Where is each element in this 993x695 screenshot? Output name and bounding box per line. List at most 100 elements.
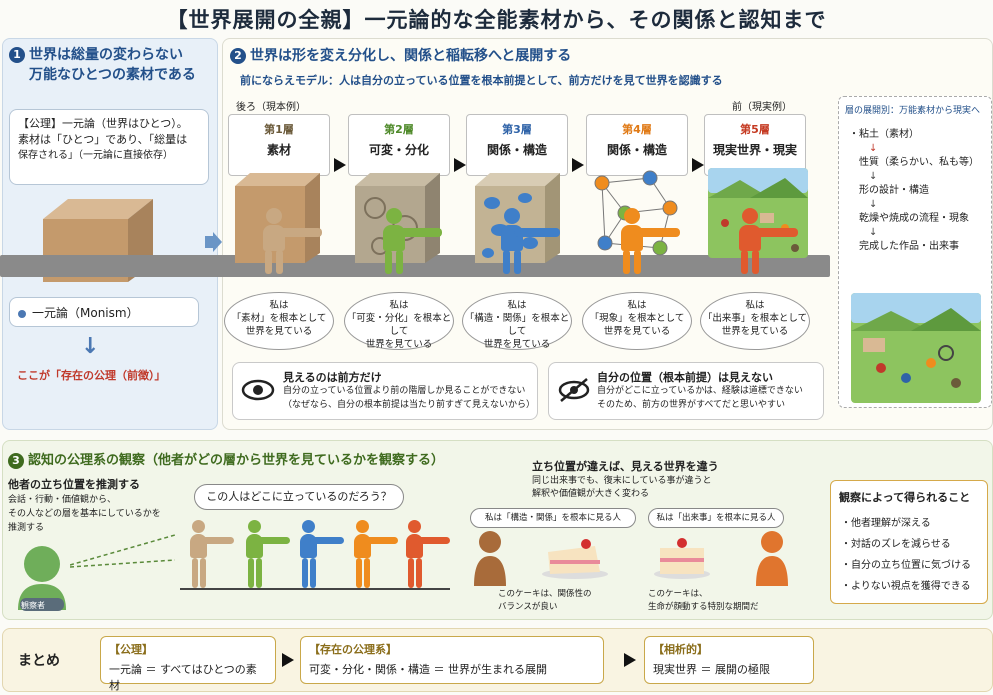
difference-title: 立ち位置が違えば、見える世界を違う — [532, 460, 719, 473]
viewer-b-figure — [756, 531, 788, 586]
bubble-line2: 「現象」を根本として — [589, 313, 685, 324]
observer-sight-lines — [70, 534, 176, 568]
viewer-a-figure — [474, 531, 506, 586]
page-title: 【世界展開の全親】一元論的な全能素材から、その関係と認知まで — [166, 8, 827, 32]
person-leg — [741, 250, 748, 274]
summary-box-axiom: 【公理】 一元論 ＝ すべてはひとつの素材 — [100, 636, 276, 692]
summary-box-relative: 【相析的】 現実世界 ＝ 展開の極限 — [644, 636, 814, 684]
layer-name: 素材 — [266, 143, 291, 157]
existence-axiom-note: ここが「存在の公理（前徴）」 — [17, 369, 166, 382]
section-3-heading-text: 認知の公理系の観察（他者がどの層から世界を見ているかを観察する） — [28, 453, 445, 468]
monism-label: 一元論（Monism） — [32, 306, 139, 320]
person-head — [624, 208, 640, 224]
down-arrow-icon: ↓ — [81, 334, 100, 359]
person-leg — [256, 558, 262, 588]
person-head — [266, 208, 282, 224]
cake-a-icon — [542, 539, 608, 579]
layer-number: 第5層 — [740, 123, 770, 136]
section-3-number: 3 — [8, 452, 24, 469]
person-leg — [200, 558, 206, 588]
thought-bubble-3: 私は「構造・関係」を根本として世界を見ている — [462, 292, 572, 350]
bubble-line3: 世界を見ている — [365, 339, 433, 350]
person-arm — [276, 228, 322, 237]
bubble-line1: 私は — [269, 300, 289, 311]
own-position-line2: そのため、前方の世界がすべてだと思いやすい — [597, 400, 786, 410]
person-arm — [310, 537, 344, 544]
eye-icon — [241, 379, 275, 401]
section-connector-arrow-icon — [205, 232, 222, 252]
summary-box-relative-text: 現実世界 ＝ 展開の極限 — [653, 663, 770, 676]
pointing-person-1 — [258, 208, 338, 278]
layer-arrow-icon — [572, 158, 584, 172]
layer-name: 可変・分化 — [368, 143, 429, 157]
bubble-line2: 「可変・分化」を根本として — [346, 313, 452, 337]
person-leg — [408, 558, 414, 588]
person-head — [192, 520, 205, 533]
gain-item: ・よりない視点を獲得できる — [841, 581, 971, 592]
pointing-person-2 — [378, 208, 458, 278]
person-leg — [364, 558, 370, 588]
thought-bubble-1: 私は「素材」を根本として世界を見ている — [224, 292, 334, 350]
layer-number: 第4層 — [622, 123, 652, 136]
thought-bubble-2: 私は「可変・分化」を根本として世界を見ている — [344, 292, 454, 350]
own-position-box: 自分の位置（根本前提）は見えない 自分がどこに立っているかは、経験は道標できない… — [548, 362, 824, 420]
person-head — [356, 520, 369, 533]
infer-line2: その人などの層を基本にしているかを — [8, 509, 161, 519]
bubble-line1: 私は — [389, 300, 409, 311]
section-1-heading-line1: 世界は総量の変わらない — [29, 47, 183, 63]
person-head — [386, 208, 402, 224]
front-label: 前（現実例） — [732, 102, 792, 113]
pointing-person-4 — [616, 208, 696, 278]
person-head — [504, 208, 520, 224]
bubble-line3: 世界を見ている — [245, 326, 313, 337]
side-down-arrow-icon: ↓ — [869, 227, 878, 238]
side-example-item: 性質（柔らかい、私も等） — [859, 157, 979, 168]
bubble-line2: 「構造・関係」を根本として — [464, 313, 570, 337]
side-example-item: ・粘土（素材） — [849, 129, 919, 140]
side-example-item: 完成した作品・出来事 — [859, 241, 959, 252]
side-down-arrow-icon: ↓ — [869, 143, 878, 154]
observed-ground-line — [180, 588, 450, 590]
summary-arrow-1-icon — [282, 653, 294, 667]
observer-label: 観察者 — [21, 601, 45, 610]
summary-box-relative-title: 【相析的】 — [653, 643, 708, 656]
summary-box-axiom-title: 【公理】 — [109, 643, 153, 656]
summary-box-existence-title: 【存在の公理系】 — [309, 643, 397, 656]
layer-name: 関係・構造 — [486, 143, 547, 157]
summary-arrow-2-icon — [624, 653, 636, 667]
bubble-line3: 世界を見ている — [603, 326, 671, 337]
person-leg — [248, 558, 254, 588]
person-leg — [265, 250, 272, 274]
layer-name: 関係・構造 — [606, 143, 667, 157]
summary-box-existence: 【存在の公理系】 可変・分化・関係・構造 ＝ 世界が生まれる展開 — [300, 636, 604, 684]
layer-card-1: 第1層素材 — [228, 114, 330, 176]
summary-label: まとめ — [18, 653, 60, 669]
section-1-number: 1 — [9, 47, 25, 63]
bubble-line3: 世界を見ている — [483, 339, 551, 350]
person-leg — [356, 558, 362, 588]
pottery-scene-image — [851, 293, 981, 403]
infer-line3: 推測する — [8, 523, 45, 533]
person-leg — [623, 250, 630, 274]
person-leg — [276, 250, 283, 274]
side-down-arrow-icon: ↓ — [869, 199, 878, 210]
front-only-box: 見えるのは前方だけ 自分の立っている位置より前の階層しか見ることができない （な… — [232, 362, 538, 420]
layer1-block — [235, 173, 320, 263]
ground-platform — [0, 255, 830, 277]
person-head — [408, 520, 421, 533]
front-only-title: 見えるのは前方だけ — [283, 371, 382, 384]
person-leg — [634, 250, 641, 274]
layer-number: 第1層 — [264, 123, 294, 136]
pointing-person-5 — [734, 208, 814, 278]
layer-name: 現実世界・現実 — [712, 143, 797, 157]
summary-box-existence-text: 可変・分化・関係・構造 ＝ 世界が生まれる展開 — [309, 663, 547, 676]
side-example-panel: 層の展開別：万能素材から現実へ ・粘土（素材）↓性質（柔らかい、私も等）↓形の設… — [838, 96, 992, 408]
person-head — [248, 520, 261, 533]
difference-line2: 解釈や価値観が大きく変わる — [532, 489, 650, 499]
observed-person-1 — [188, 520, 244, 588]
layer-card-5: 第5層現実世界・現実 — [704, 114, 806, 176]
person-arm — [200, 537, 234, 544]
layer-number: 第2層 — [384, 123, 414, 136]
observed-person-2 — [244, 520, 300, 588]
section-2-number: 2 — [230, 48, 246, 64]
